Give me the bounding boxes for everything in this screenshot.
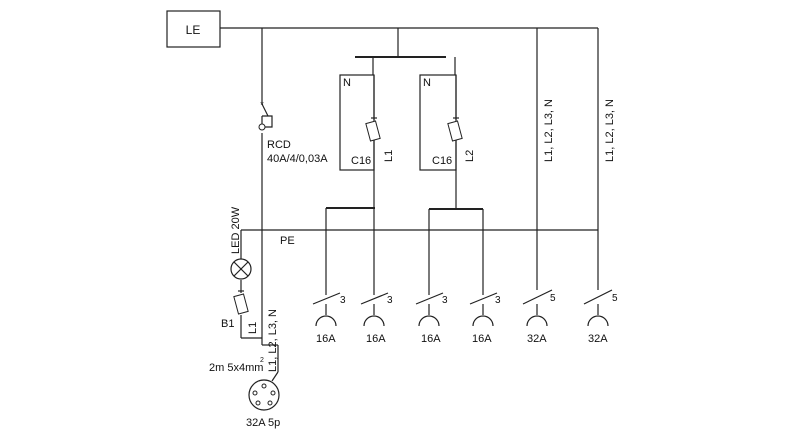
outlet-5 <box>522 289 553 327</box>
rcd-rating: 40A/4/0,03A <box>267 153 328 165</box>
outlet-3-poles: 3 <box>442 295 448 306</box>
outlet-1-rating: 16A <box>316 333 336 345</box>
inlet-socket-icon <box>248 371 280 411</box>
inlet-label: 32A 5p <box>246 417 280 429</box>
outlet-6-poles: 5 <box>612 293 618 304</box>
feed-cable-conductors: L1, L2, L3, N <box>267 309 279 372</box>
rcd-symbol: * <box>258 100 273 131</box>
outlet-3 <box>415 292 444 327</box>
rcd-name: RCD <box>267 139 291 151</box>
outlet-4-rating: 16A <box>472 333 492 345</box>
outlet-3-rating: 16A <box>421 333 441 345</box>
outlet-1-poles: 3 <box>340 295 346 306</box>
outlet-4 <box>469 292 498 327</box>
fuse-b1-name: B1 <box>221 318 234 330</box>
wiring <box>220 27 599 372</box>
feed-cable-superscript: 2 <box>260 357 264 364</box>
supply-box <box>166 10 221 48</box>
lamp-icon <box>230 258 252 280</box>
outlet-2 <box>360 292 389 327</box>
outlet-5-rating: 32A <box>527 333 547 345</box>
outlet-6 <box>583 289 613 327</box>
outlet-2-poles: 3 <box>387 295 393 306</box>
fuse-b1-icon <box>233 290 249 315</box>
outlet-4-poles: 3 <box>495 295 501 306</box>
outlet-5-poles: 5 <box>550 293 556 304</box>
breaker-1 <box>339 74 381 171</box>
outlet-1 <box>312 292 341 327</box>
pe-label: PE <box>280 235 295 247</box>
breaker-2-name: C16 <box>432 155 452 167</box>
fuse-b1-phase: L1 <box>247 322 259 334</box>
breaker-1-phase: L1 <box>383 150 395 162</box>
three-phase-line-1-label: L1, L2, L3, N <box>543 99 555 162</box>
svg-text:*: * <box>260 100 264 110</box>
breaker-2-neutral: N <box>423 77 431 89</box>
breaker-1-neutral: N <box>343 77 351 89</box>
outlet-6-rating: 32A <box>588 333 608 345</box>
outlet-2-rating: 16A <box>366 333 386 345</box>
three-phase-line-2-label: L1, L2, L3, N <box>604 99 616 162</box>
breaker-2-phase: L2 <box>464 150 476 162</box>
feed-cable-spec: 2m 5x4mm <box>209 362 263 374</box>
breaker-2 <box>419 74 463 171</box>
lamp-label: LED 20W <box>230 206 242 254</box>
breaker-1-name: C16 <box>351 155 371 167</box>
supply-label: LE <box>186 23 201 37</box>
